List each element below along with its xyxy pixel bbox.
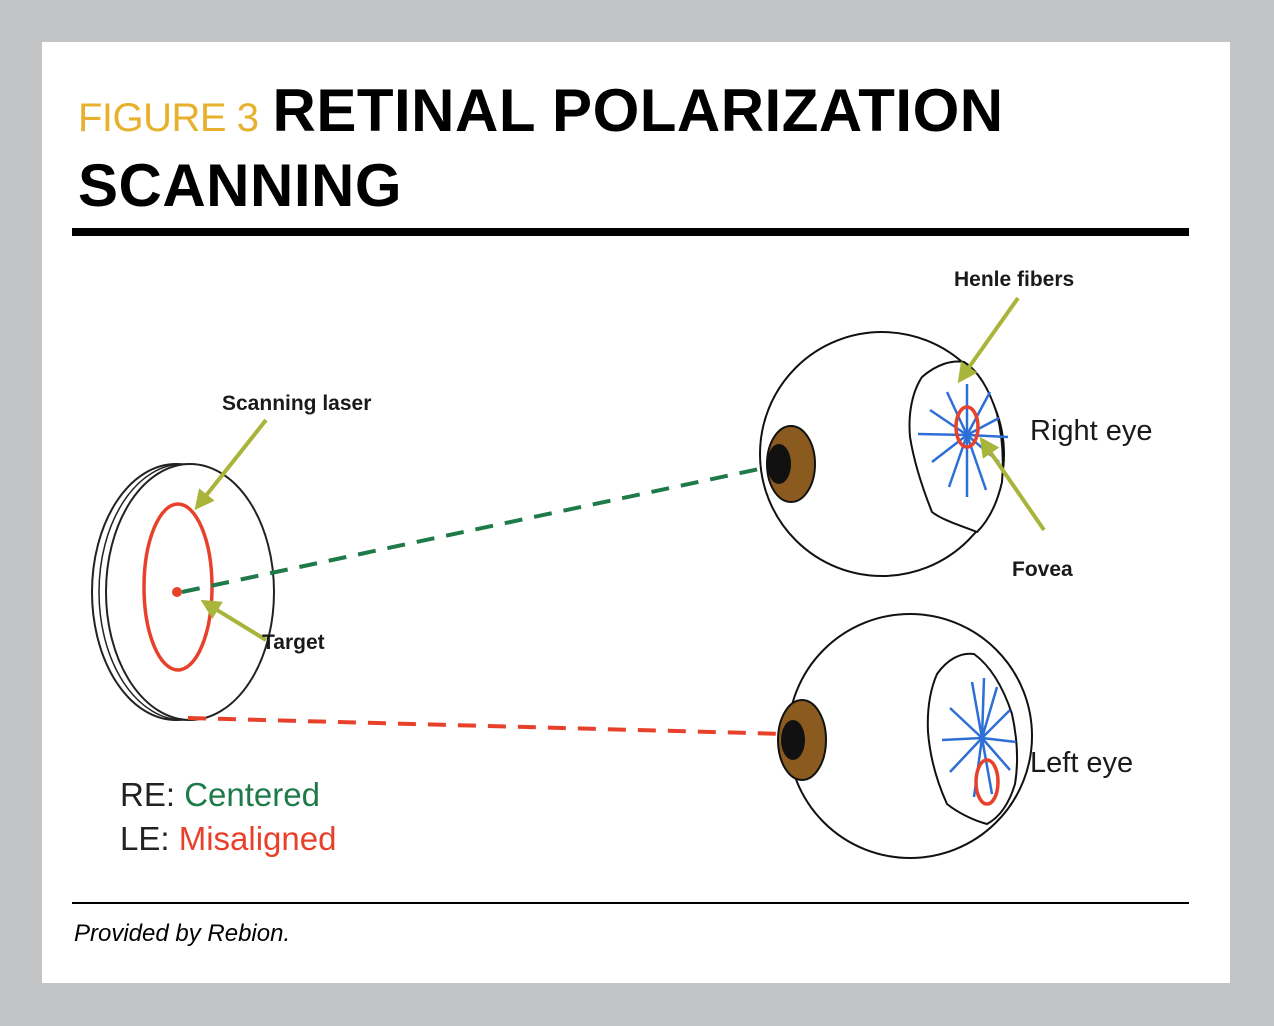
target-label: Target [262, 631, 325, 654]
right-eye-beam [181, 460, 793, 594]
target-arrow [200, 599, 268, 642]
footer-rule [72, 902, 1189, 904]
title-rule [72, 228, 1189, 236]
credit-line: Provided by Rebion. [74, 920, 291, 947]
legend-le-prefix: LE: [120, 820, 170, 857]
legend-le: LE: Misaligned [120, 820, 336, 857]
henle-fibers-label: Henle fibers [954, 268, 1074, 291]
target-dot [172, 587, 182, 597]
fovea-arrow [979, 436, 1046, 532]
retinal-scanning-diagram: Scanning laser Target Henle fibers Fovea… [91, 268, 1153, 859]
scanning-laser-arrow [194, 418, 268, 511]
legend-re: RE: Centered [120, 776, 320, 813]
right-eyeball [759, 331, 1009, 577]
right-eye-label: Right eye [1030, 415, 1153, 447]
legend-le-status: Misaligned [179, 820, 337, 857]
left-fovea-ring [974, 758, 1000, 806]
legend-re-status: Centered [184, 776, 320, 813]
left-eyeball [777, 613, 1033, 859]
left-eye-beam [187, 716, 1013, 742]
figure-title: RETINAL POLARIZATION SCANNING [78, 77, 1004, 219]
scanning-laser-label: Scanning laser [222, 392, 371, 415]
fovea-label: Fovea [1012, 558, 1073, 581]
figure-number: FIGURE 3 [78, 96, 259, 140]
left-eye-label: Left eye [1030, 747, 1133, 779]
right-fovea-ring [954, 405, 980, 449]
henle-fibers-arrow [957, 296, 1020, 384]
legend-re-prefix: RE: [120, 776, 175, 813]
